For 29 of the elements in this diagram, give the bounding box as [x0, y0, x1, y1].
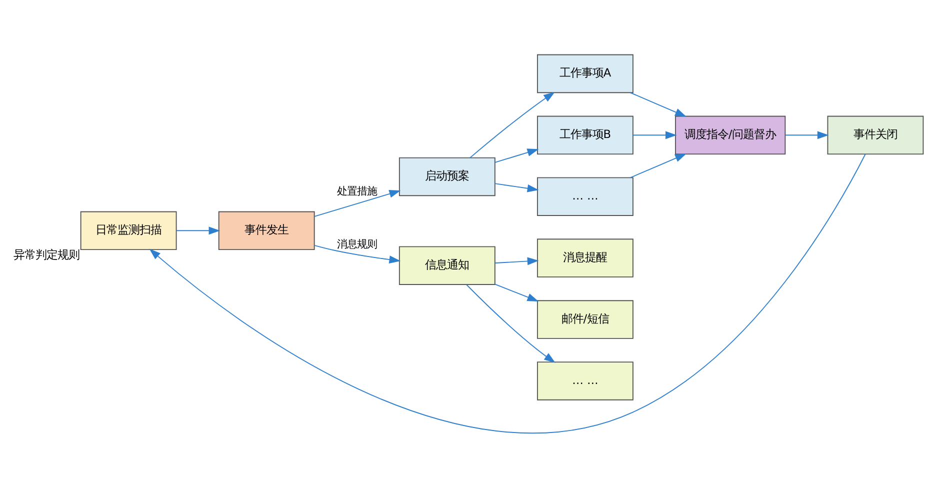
node-box: 消息提醒 [537, 238, 634, 277]
node-box: 启动预案 [398, 156, 496, 196]
arrow [632, 130, 677, 139]
arrow [630, 153, 686, 178]
edge-label: 消息规则 [336, 238, 377, 250]
arrow [466, 284, 556, 362]
arrow [470, 91, 555, 158]
node-box: 事件关闭 [827, 115, 924, 154]
node-box: 日常监测扫描 [80, 210, 177, 250]
edge-label: 处置措施 [336, 185, 377, 198]
arrow [494, 182, 539, 192]
node-box: … … [537, 176, 634, 216]
node-box: 信息通知 [398, 246, 496, 284]
node-box: … … [537, 361, 634, 400]
node-box: 工作事项A [537, 54, 634, 93]
arrow [314, 244, 401, 263]
node-label: 异常判定规则 [13, 247, 80, 262]
arrow [176, 226, 220, 234]
node-box: 调度指令/问题督办 [675, 115, 786, 154]
arrow [784, 130, 829, 139]
node-box: 邮件/短信 [537, 300, 634, 338]
arrow [314, 189, 401, 216]
arrow [494, 256, 539, 265]
arrow [630, 92, 686, 116]
node-box: 工作事项B [537, 115, 634, 154]
arrow [494, 283, 539, 301]
arrow [494, 148, 539, 162]
node-box: 事件发生 [218, 210, 315, 250]
arrow [149, 153, 866, 433]
